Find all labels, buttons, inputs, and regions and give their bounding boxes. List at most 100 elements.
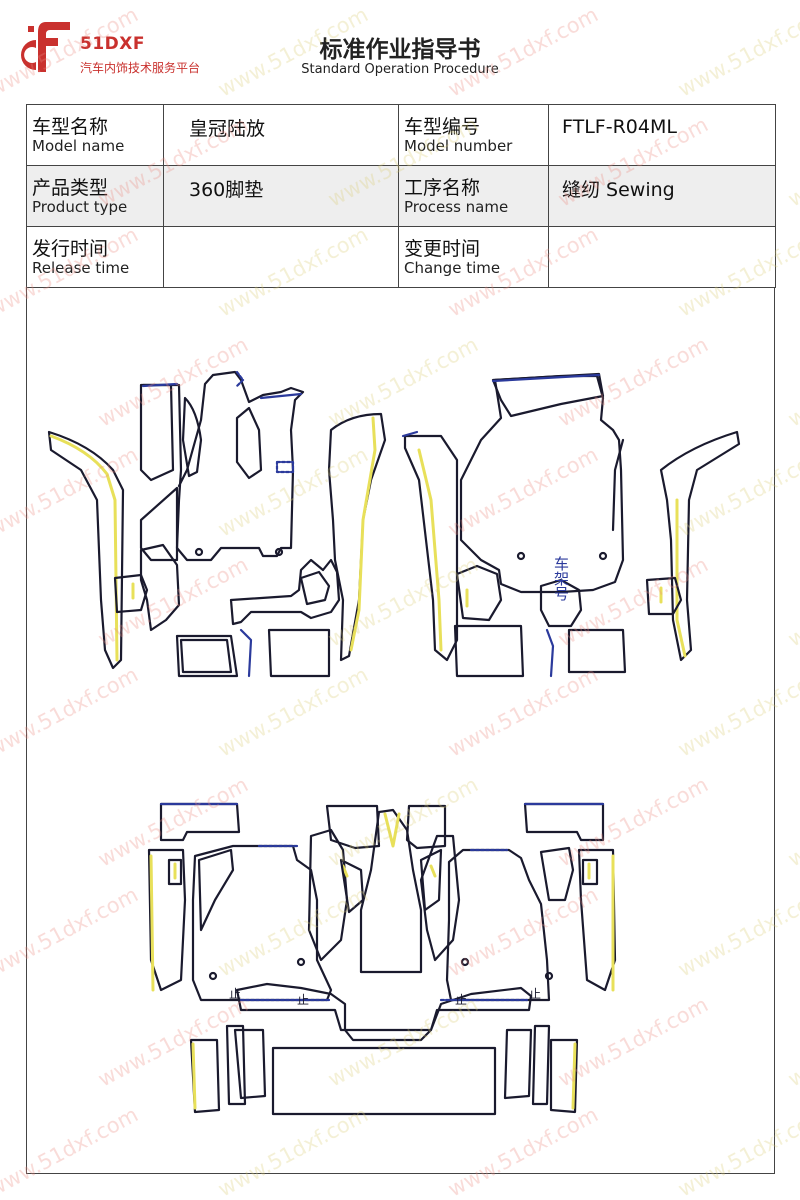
pillar-piece-edge: [349, 416, 377, 652]
center-inner-right: [419, 848, 443, 912]
bottom-left-inner: [225, 1024, 247, 1106]
process-name-label-en: Process name: [404, 197, 509, 216]
model-number-label-cell: 车型编号 Model number: [398, 104, 549, 166]
front-passenger-top-strip-edge: [491, 373, 601, 383]
logo-icon: [21, 22, 70, 72]
center-inner-left: [339, 858, 365, 914]
bottom-right-strip: [549, 1038, 579, 1114]
stop-marker-2: 止: [297, 993, 309, 1007]
passenger-pillar-top: [401, 430, 419, 438]
rear-left-hole-2: [296, 957, 306, 967]
model-number-label-en: Model number: [404, 136, 513, 155]
watermark-text: www.51dxf.com: [784, 992, 800, 1092]
rear-right-inner: [539, 846, 575, 902]
connector-strip: [239, 628, 253, 678]
change-time-value-cell: [548, 226, 776, 288]
rear-right-mat: [445, 848, 551, 1002]
info-row-time: 发行时间 Release time 变更时间 Change time: [26, 226, 776, 288]
heel-pad-left: [139, 543, 181, 632]
rear-left-inner: [197, 848, 235, 932]
stop-marker-4: 止: [529, 987, 541, 1001]
pattern-drawing-frame: 车架号: [26, 287, 775, 1174]
floor-pad-left: [175, 634, 239, 678]
rear-center-panel: [271, 1046, 497, 1116]
pedal-marker: [275, 460, 295, 474]
rear-right-hole-1: [460, 957, 470, 967]
top-edge-left: [141, 382, 179, 388]
release-time-value: [169, 238, 189, 260]
center-tunnel-left-mark: [341, 864, 349, 878]
floor-mat-pattern-drawing: 车架号: [47, 370, 741, 1116]
page-subtitle: Standard Operation Procedure: [301, 62, 499, 77]
rear-left-side-strip: [147, 848, 187, 992]
rear-right-pocket: [581, 858, 599, 886]
top-edge-right: [259, 392, 303, 400]
watermark-text: www.51dxf.com: [784, 552, 800, 652]
small-pad-left: [113, 573, 149, 614]
page-header: 51DXF 汽车内饰技术服务平台 标准作业指导书 Standard Operat…: [0, 0, 800, 104]
product-type-value: 360脚垫: [189, 178, 264, 201]
center-spine-edge: [383, 812, 401, 848]
passenger-rear-pad-2: [567, 628, 627, 674]
rear-right-top-pad: [523, 802, 605, 842]
pedal-marker-top: [235, 370, 245, 388]
side-strip-left-edge: [49, 434, 119, 662]
process-name-value-cell: 缝纫 Sewing: [548, 165, 776, 227]
model-name-label-cell: 车型名称 Model name: [26, 104, 164, 166]
passenger-tunnel-piece: [539, 578, 583, 628]
info-row-model: 车型名称 Model name 皇冠陆放 车型编号 Model number F…: [26, 104, 776, 166]
pattern-group-upper-left: [47, 370, 387, 678]
rear-left-top-pad: [159, 802, 241, 842]
release-time-label: 发行时间: [32, 237, 109, 260]
passenger-mat-hole-1: [516, 551, 526, 561]
passenger-pillar: [403, 434, 459, 662]
watermark-text: www.51dxf.com: [784, 112, 800, 212]
center-top-left: [325, 804, 381, 850]
release-time-label-cell: 发行时间 Release time: [26, 226, 164, 288]
center-spine: [359, 808, 423, 974]
release-time-value-cell: [163, 226, 399, 288]
right-side-pad: [645, 576, 683, 616]
passenger-connector: [545, 628, 555, 678]
gear-tunnel-piece: [229, 558, 341, 626]
model-name-label-en: Model name: [32, 136, 125, 155]
product-type-label-en: Product type: [32, 197, 128, 216]
pattern-group-lower: [147, 802, 617, 1116]
center-top-right: [405, 804, 447, 850]
right-side-strip-edge: [675, 498, 687, 658]
driver-heel-outline: [139, 486, 179, 562]
rear-left-pocket: [167, 858, 183, 886]
rear-right-side-strip: [577, 848, 617, 992]
change-time-label-cell: 变更时间 Change time: [398, 226, 549, 288]
center-tunnel-left: [307, 828, 349, 962]
driver-mat-hole-1: [194, 547, 204, 557]
passenger-rear-pad: [453, 624, 525, 678]
change-time-label-en: Change time: [404, 258, 501, 277]
rear-left-side-strip-edge: [149, 854, 155, 992]
rear-connector-band: [235, 982, 533, 1042]
passenger-mat-hole-2: [598, 551, 608, 561]
vin-frame-label: 车架号: [552, 556, 570, 602]
bottom-right-strip-edge: [571, 1042, 577, 1110]
driver-panel-left: [139, 383, 175, 482]
driver-mat-hole-2: [274, 547, 284, 557]
driver-main-mat: [141, 370, 305, 562]
process-name-label: 工序名称: [404, 176, 481, 199]
info-row-product: 产品类型 Product type 360脚垫 工序名称 Process nam…: [26, 165, 776, 227]
page-title: 标准作业指导书: [319, 37, 481, 63]
logo-tagline: 汽车内饰技术服务平台: [80, 61, 201, 75]
model-name-value: 皇冠陆放: [189, 117, 266, 140]
logo-name: 51DXF: [80, 34, 145, 54]
vin-frame-curve: [611, 438, 625, 532]
stop-marker-1: 止: [229, 987, 241, 1001]
bottom-right-inner: [503, 1028, 533, 1100]
passenger-heel-pad: [455, 564, 503, 622]
model-number-value: FTLF-R04ML: [562, 116, 677, 138]
bottom-left-strip-edge: [191, 1042, 197, 1110]
bottom-right-inner-2: [531, 1024, 551, 1106]
side-strip-left: [47, 430, 125, 670]
watermark-text: www.51dxf.com: [784, 332, 800, 432]
process-name-label-cell: 工序名称 Process name: [398, 165, 549, 227]
product-type-value-cell: 360脚垫: [163, 165, 399, 227]
model-name-value-cell: 皇冠陆放: [163, 104, 399, 166]
